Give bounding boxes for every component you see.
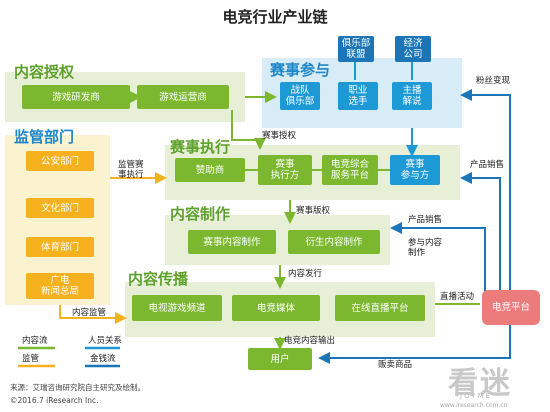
exec-party-box: 赛事 执行方: [258, 155, 312, 185]
watermark-url: www.iresearch.com.cn: [440, 402, 508, 409]
label-sell-goods: 贩卖商品: [378, 360, 413, 370]
sports-dept-box: 体育部门: [26, 237, 94, 257]
participant-box: 赛事 参与方: [390, 155, 440, 185]
esports-service-platform-box: 电竞综合 服务平台: [322, 155, 378, 185]
label-tournament-rights: 赛事版权: [296, 206, 331, 216]
content-license-heading: 内容授权: [14, 63, 75, 81]
esports-platform-box: 电竞平台: [482, 290, 540, 325]
live-streaming-platform-box: 在线直播平台: [335, 295, 425, 321]
label-regulation-exec: 监管赛 事执行: [118, 160, 144, 180]
page-title: 电竞行业产业链: [222, 8, 328, 26]
culture-dept-box: 文化部门: [26, 198, 94, 218]
execution-heading: 赛事执行: [170, 138, 231, 156]
label-content-output: 电竞内容输出: [284, 336, 336, 346]
tv-game-channel-box: 电视游戏频道: [132, 295, 222, 321]
host-commentator-box: 主播 解说: [392, 82, 432, 110]
team-club-box: 战队 俱乐部: [280, 82, 320, 110]
copyright: ©2016.7 iResearch Inc.: [10, 396, 99, 405]
agency-box: 经济 公司: [395, 36, 431, 62]
label-tournament-license: 赛事授权: [262, 131, 297, 141]
broadcast-admin-box: 广电 新闻总局: [26, 273, 94, 299]
tournament-heading: 赛事参与: [270, 61, 331, 79]
police-dept-box: 公安部门: [26, 151, 94, 171]
legend-people: 人员关系: [88, 336, 123, 346]
esports-media-box: 电竞媒体: [232, 295, 320, 321]
watermark-logo: 看迷: [448, 366, 512, 401]
sponsor-box: 赞助商: [175, 158, 245, 182]
label-fan-monetize: 粉丝变现: [476, 76, 511, 86]
game-developer-box: 游戏研发商: [22, 85, 130, 109]
label-content-regulation: 内容监管: [72, 308, 107, 318]
label-live-activity: 直播活动: [440, 292, 475, 302]
label-product-sales-1: 产品销售: [470, 160, 505, 170]
legend-content-flow: 内容流: [22, 336, 48, 346]
pro-player-box: 职业 选手: [338, 82, 378, 110]
legend-money: 金钱流: [90, 354, 116, 364]
tournament-content-box: 赛事内容制作: [188, 230, 276, 254]
regulation-heading: 监管部门: [14, 128, 75, 146]
legend-regulation: 监管: [22, 354, 40, 364]
label-product-sales-2: 产品销售: [408, 215, 443, 225]
source-note: 来源：艾瑞咨询研究院自主研究及绘制。: [10, 383, 145, 392]
label-content-publish: 内容发行: [288, 269, 323, 279]
game-operator-box: 游戏运营商: [137, 85, 229, 109]
distribution-heading: 内容传播: [128, 270, 189, 288]
user-box: 用户: [248, 348, 312, 370]
production-heading: 内容制作: [170, 205, 231, 223]
derivative-content-box: 衍生内容制作: [288, 230, 380, 254]
club-alliance-box: 俱乐部 联盟: [338, 36, 374, 62]
watermark-sub: JOYME: [460, 392, 492, 400]
label-participate-content: 参与内容 制作: [408, 238, 443, 258]
